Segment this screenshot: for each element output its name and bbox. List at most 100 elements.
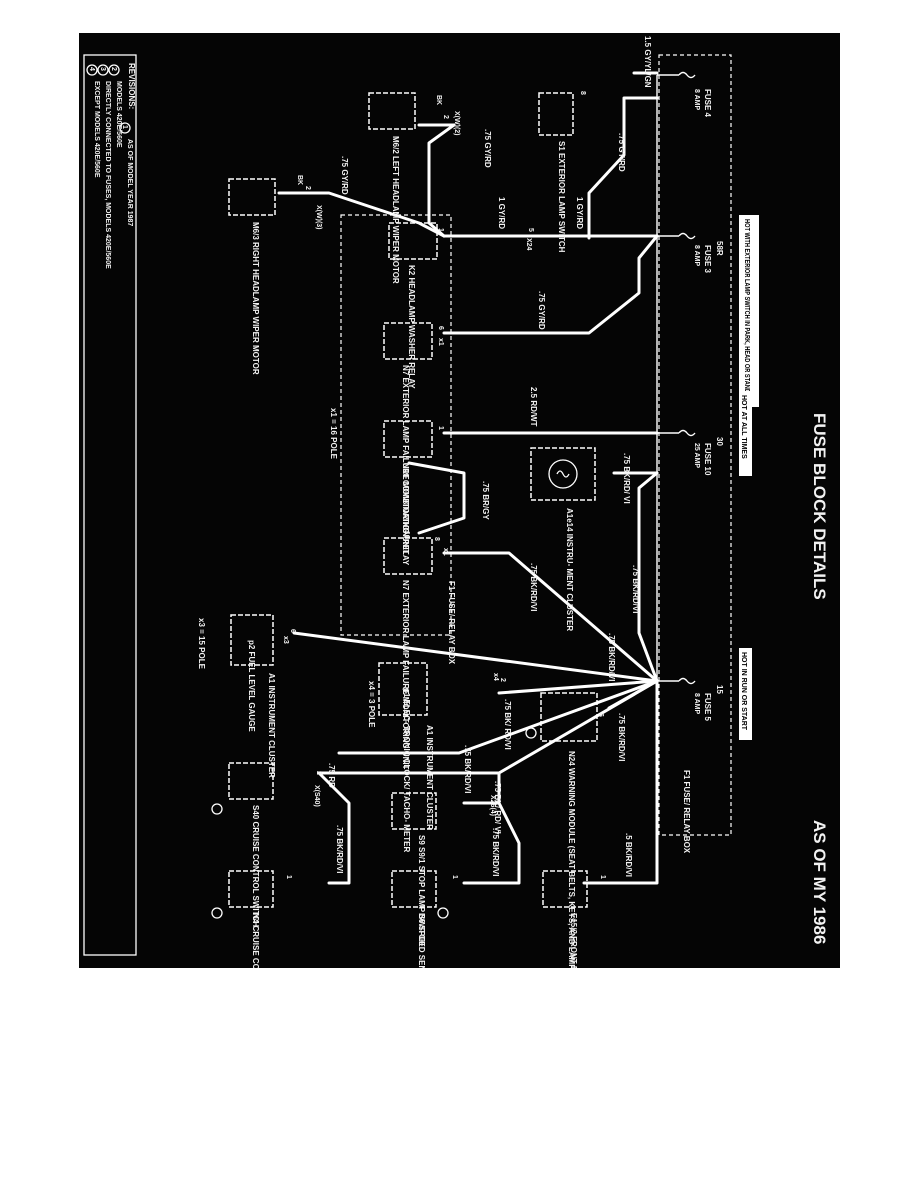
svg-text:1: 1: [599, 875, 606, 879]
connector-xs40: X(S40): [313, 785, 320, 807]
component-k2: K2 HEADLAMP WASHER RELAY: [388, 222, 438, 389]
relay-box-label-inner: F1 FUSE/ RELAY BOX: [447, 581, 456, 665]
fuse-5-terminal: 15: [715, 685, 724, 694]
wire-w19-label: .75 BK/RD/VI: [491, 828, 500, 876]
x4-pole-label: x4 = 3 POLE: [367, 681, 376, 728]
svg-text:2: 2: [315, 771, 322, 775]
fuse-3-rating: 8 AMP: [693, 245, 700, 266]
wire-w5: [442, 234, 659, 335]
svg-text:EXCEPT MODELS 420E/560E: EXCEPT MODELS 420E/560E: [93, 81, 100, 178]
wire-w22-label: BK: [296, 175, 303, 185]
wire-w15: [292, 631, 659, 683]
fuse-5-rating: 8 AMP: [693, 693, 700, 714]
component-m6-2: 2 M6/2 LEFT HEADLAMP WIPER MOTOR: [368, 92, 449, 284]
revisions-header: REVISIONS:: [127, 63, 136, 109]
diagram-title: FUSE BLOCK DETAILS: [810, 413, 829, 600]
wire-w1-label: 1.5 GY/YL/GN: [643, 36, 652, 88]
wire-w4-label: 1 GY/RD: [497, 197, 506, 229]
component-n7-b: N7 EXTERIOR LAMP FAILURE MONITORING UNIT: [383, 537, 433, 770]
wire-w14-label: .75 BK/RD/VI: [463, 745, 472, 793]
wire-w19: [462, 801, 521, 885]
wire-w13-label: .75 BK/ RD/VI: [503, 699, 512, 750]
component-n4: 1 N4 CRUISE CONTROL AMPLIFIER: [211, 870, 292, 968]
svg-text:N7 EXTERIOR LAMP FAILURE MONIT: N7 EXTERIOR LAMP FAILURE MONITORING UNIT: [401, 365, 410, 555]
revision-item-2: 2 MODELS 420E/560E: [108, 64, 122, 148]
fuse-block-outline: [658, 54, 732, 836]
revision-3-marker-icon: [211, 803, 223, 815]
svg-text:1: 1: [121, 125, 128, 129]
wire-w14: [337, 679, 659, 755]
svg-text:A1 INSTRUMENT CLUSTER: A1 INSTRUMENT CLUSTER: [425, 725, 434, 830]
component-n10: 1 N10 COMBINATION RELAY: [383, 420, 444, 566]
wire-w12-label: .75 BK/RD/VI: [529, 563, 538, 611]
svg-text:4: 4: [88, 67, 95, 71]
svg-text:p1 ELEC- TRONIC CLOCK/ TACHO-: p1 ELEC- TRONIC CLOCK/ TACHO- METER: [402, 688, 411, 853]
svg-text:N4 CRUISE CONTROL AMPLIFIER: N4 CRUISE CONTROL AMPLIFIER: [251, 913, 260, 968]
svg-text:MODELS 420E/560E: MODELS 420E/560E: [115, 81, 122, 148]
wire-w5-label: .75 GY/RD: [537, 291, 546, 330]
revision-item-1: 1 AS OF MODEL YEAR 1987: [119, 122, 133, 226]
wire-w15-label: .75 BK/RD/VI: [607, 633, 616, 681]
fuse-5-name: FUSE 5: [703, 693, 712, 722]
wire-w23-label: BK: [435, 95, 442, 105]
connector-xw2: X(W)(2): [453, 111, 460, 136]
component-b6: 1 B6 SPEED SENSOR: [391, 870, 458, 968]
fuse-3: 58R FUSE 3 8 AMP: [657, 232, 724, 274]
revisions-box: [83, 54, 137, 956]
svg-text:DIRECTLY CONNECTED TO FUSES, M: DIRECTLY CONNECTED TO FUSES, MODELS 420E…: [104, 81, 111, 269]
fuse-5: 15 FUSE 5 8 AMP: [657, 677, 724, 722]
wire-w6: [317, 191, 446, 238]
wire-w18-label: .75 BK/ RD/ VI: [493, 781, 502, 834]
x1-module-outline: [340, 214, 452, 636]
hot-label-all-times: HOT AT ALL TIMES: [739, 391, 752, 476]
svg-text:p2 FUEL LEVEL GAUGE: p2 FUEL LEVEL GAUGE: [247, 640, 256, 732]
svg-text:N24 WARNING MODULE (SEAT BELTS: N24 WARNING MODULE (SEAT BELTS, KEYS, AN…: [567, 751, 576, 968]
svg-text:E15/2 FRONT DOME/ READING LAMP: E15/2 FRONT DOME/ READING LAMP WITH SHUT…: [569, 913, 578, 968]
wire-w2: [587, 96, 659, 240]
hot-label-run-start-text: HOT IN RUN OR START: [740, 652, 747, 731]
component-a1e14: A1e14 INSTRU- MENT CLUSTER: [530, 447, 596, 631]
revision-4-marker-icon: [437, 907, 449, 919]
hot-label-exterior-lamp-text: HOT WITH EXTERIOR LAMP SWITCH IN PARK, H…: [743, 219, 750, 403]
wire-w9-label: .75 BK/RD/ VI: [622, 453, 631, 504]
wire-w7: [427, 123, 456, 238]
svg-text:1: 1: [451, 875, 458, 879]
pin-x24: 5: [527, 228, 534, 232]
component-s9: S9 S9/1 STOP LAMP SWITCH: [391, 792, 437, 946]
fuse-3-terminal: 58R: [715, 241, 724, 256]
model-year-label: AS OF MY 1986: [810, 820, 829, 944]
revision-1-marker-icon: [525, 727, 537, 739]
component-p2-fuel: 6 A1 INSTRUMENT CLUSTER p2 FUEL LEVEL GA…: [230, 614, 296, 778]
svg-text:M6/3 RIGHT HEADLAMP WIPER MOTO: M6/3 RIGHT HEADLAMP WIPER MOTOR: [251, 222, 260, 375]
wire-w17-label: .5 BK/RD/VI: [624, 833, 633, 877]
wire-w3-label: 1 GY/RD: [575, 197, 584, 229]
wire-w10: [407, 461, 466, 535]
hot-label-all-times-text: HOT AT ALL TIMES: [740, 395, 747, 459]
wire-w11: [637, 471, 659, 683]
wire-w18: [462, 679, 659, 805]
svg-text:S1 EXTERIOR LAMP SWITCH: S1 EXTERIOR LAMP SWITCH: [557, 141, 566, 253]
connector-x1-b: x1: [442, 548, 449, 556]
fuse-4-rating: 8 AMP: [693, 89, 700, 110]
fuse-10-terminal: 30: [715, 437, 724, 446]
x1-pole-label: x1 = 16 POLE: [329, 408, 338, 460]
x3-pole-label: x3 = 15 POLE: [197, 618, 206, 670]
hot-label-run-start: HOT IN RUN OR START: [739, 648, 752, 740]
svg-text:2: 2: [304, 186, 311, 190]
connector-xw3: X(W)(3): [315, 205, 322, 230]
fuse-3-name: FUSE 3: [703, 245, 712, 274]
fuse-relay-box-label: F1 FUSE/ RELAY BOX: [682, 770, 691, 854]
wire-w17: [582, 679, 659, 885]
wire-w7-label: .75 GY/RD: [483, 129, 492, 168]
hot-label-exterior-lamp: HOT WITH EXTERIOR LAMP SWITCH IN PARK, H…: [739, 215, 759, 407]
svg-text:N7 EXTERIOR LAMP FAILURE MONIT: N7 EXTERIOR LAMP FAILURE MONITORING UNIT: [401, 580, 410, 770]
component-n7-a: 6 N7 EXTERIOR LAMP FAILURE MONITORING UN…: [383, 322, 444, 555]
fuse-4: FUSE 4 8 AMP: [657, 71, 712, 118]
component-p1-clock: 2 p1 ELEC- TRONIC CLOCK/ TACHO- METER A1…: [378, 662, 506, 853]
svg-text:S40 CRUISE CONTROL SWITCH: S40 CRUISE CONTROL SWITCH: [251, 805, 260, 927]
wire-w16-label: .75 BK/RD/VI: [617, 713, 626, 761]
svg-text:1: 1: [285, 875, 292, 879]
revision-2-marker-icon: [211, 907, 223, 919]
svg-text:S9 S9/1 STOP LAMP SWITCH: S9 S9/1 STOP LAMP SWITCH: [417, 835, 426, 946]
wiring-diagram-frame: FUSE BLOCK DETAILS AS OF MY 1986 HOT WIT…: [79, 33, 840, 968]
